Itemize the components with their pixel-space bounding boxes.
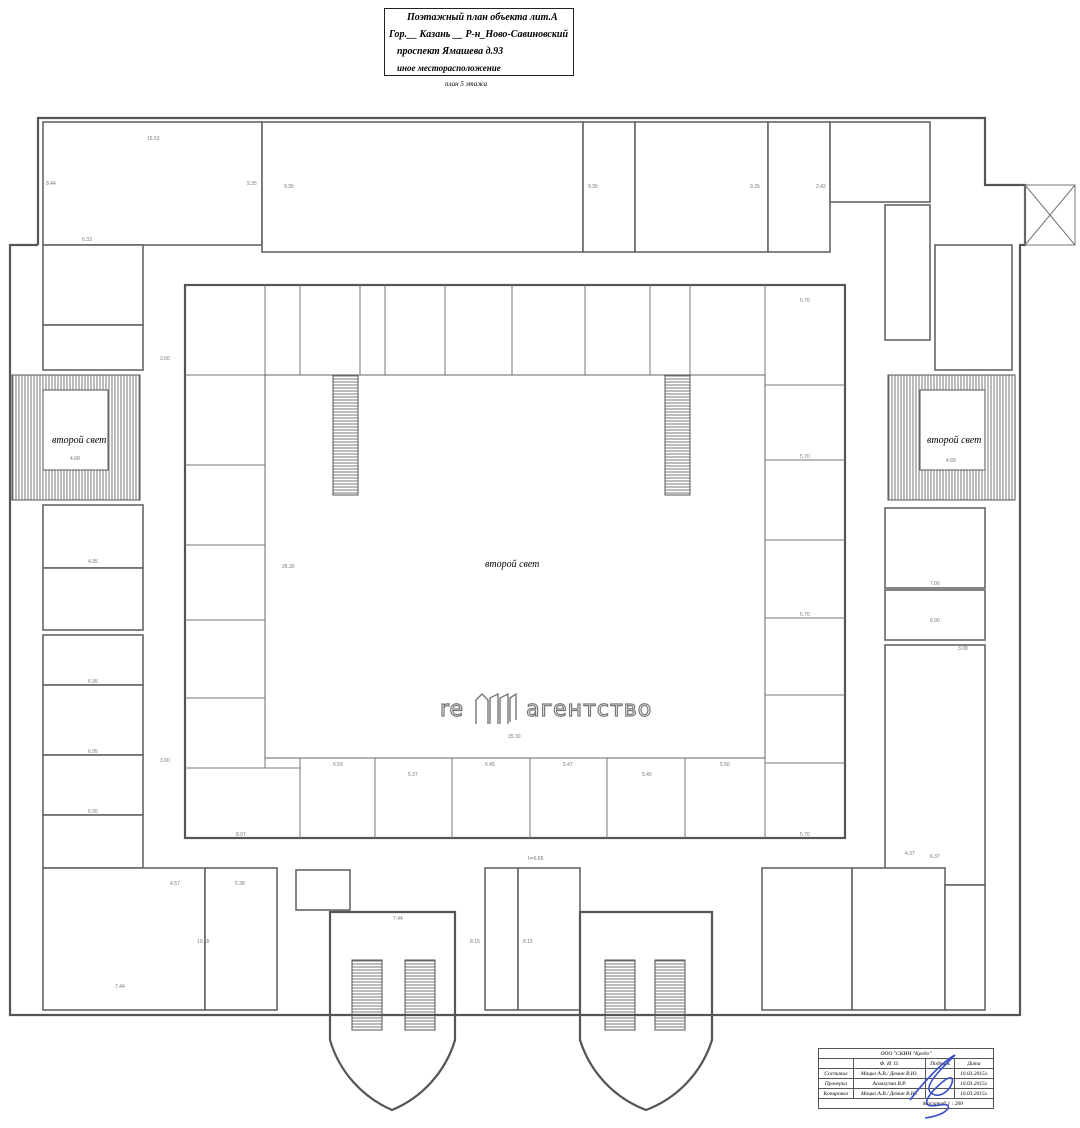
- double-height-label-right: второй свет: [927, 435, 981, 446]
- stamp-location: иное месторасположение: [397, 63, 501, 73]
- svg-text:4.68: 4.68: [70, 456, 80, 462]
- inner-ring: [183, 283, 847, 840]
- building-logo-icon: [475, 692, 517, 724]
- svg-text:7.44: 7.44: [115, 984, 125, 990]
- svg-text:6.37: 6.37: [930, 854, 940, 860]
- svg-text:4.95: 4.95: [88, 559, 98, 565]
- dimension-labels: 15.53 8.44 9.35 6.33 9.35 9.35 9.35 2.42…: [46, 136, 968, 990]
- svg-text:5.38: 5.38: [235, 881, 245, 887]
- svg-text:26.30: 26.30: [282, 564, 295, 570]
- svg-text:4.37: 4.37: [905, 851, 915, 857]
- signature-icon: [909, 1054, 956, 1119]
- watermark-agency: агентство: [526, 696, 653, 722]
- svg-text:8.44: 8.44: [46, 181, 56, 187]
- floor-label: план 5 этажа: [445, 80, 488, 88]
- svg-text:15.53: 15.53: [147, 136, 160, 142]
- svg-text:8.07: 8.07: [236, 832, 246, 838]
- double-height-label-center: второй свет: [485, 559, 539, 570]
- svg-text:6.33: 6.33: [82, 237, 92, 243]
- atrium-stair-right: [664, 374, 691, 496]
- svg-text:5.45: 5.45: [642, 772, 652, 778]
- svg-text:3.00: 3.00: [160, 356, 170, 362]
- staircase-bottom-right: [578, 910, 714, 1112]
- watermark-re: re: [439, 696, 465, 722]
- svg-text:4.68: 4.68: [946, 458, 956, 464]
- svg-text:5.37: 5.37: [408, 772, 418, 778]
- right-rooms: [884, 507, 986, 886]
- svg-text:5.70: 5.70: [800, 454, 810, 460]
- svg-text:6.95: 6.95: [88, 749, 98, 755]
- elevator-shaft: [1024, 184, 1076, 246]
- svg-text:5.47: 5.47: [563, 762, 573, 768]
- svg-text:10.55: 10.55: [197, 939, 210, 945]
- svg-text:6.95: 6.95: [88, 679, 98, 685]
- svg-text:3.00: 3.00: [160, 758, 170, 764]
- bottom-rooms: [42, 867, 986, 1011]
- svg-text:6.90: 6.90: [930, 618, 940, 624]
- title-stamp: Поэтажный план объекта лит.А Гор.__ Каза…: [384, 8, 574, 76]
- double-height-label-left: второй свет: [52, 435, 106, 446]
- svg-text:5.70: 5.70: [800, 832, 810, 838]
- atrium-stair-left: [332, 374, 359, 496]
- top-rooms: [42, 121, 1013, 371]
- watermark-logo: re агентство: [439, 692, 653, 726]
- left-rooms: [42, 244, 144, 869]
- stamp-address: проспект Ямашева д.93: [397, 46, 504, 57]
- svg-text:5.50: 5.50: [720, 762, 730, 768]
- scale: Масштаб 1 : 200: [818, 1098, 994, 1109]
- svg-text:9.35: 9.35: [750, 184, 760, 190]
- svg-text:8.15: 8.15: [523, 939, 533, 945]
- svg-text:9.35: 9.35: [588, 184, 598, 190]
- stamp-city: Гор.__ Казань __ Р-н_Ново-Савиновский: [389, 29, 569, 40]
- svg-text:7.06: 7.06: [930, 581, 940, 587]
- svg-text:5.59: 5.59: [333, 762, 343, 768]
- svg-text:8.15: 8.15: [470, 939, 480, 945]
- svg-text:2.42: 2.42: [816, 184, 826, 190]
- svg-text:6.95: 6.95: [88, 809, 98, 815]
- svg-text:5.45: 5.45: [485, 762, 495, 768]
- svg-text:9.35: 9.35: [247, 181, 257, 187]
- svg-text:h=6.65: h=6.65: [528, 856, 544, 862]
- staircase-bottom-left: [328, 910, 457, 1112]
- svg-text:4.57: 4.57: [170, 881, 180, 887]
- svg-text:5.70: 5.70: [800, 612, 810, 618]
- svg-text:9.35: 9.35: [284, 184, 294, 190]
- stamp-title: Поэтажный план объекта лит.А: [407, 12, 558, 23]
- svg-text:3.08: 3.08: [958, 646, 968, 652]
- svg-text:35.30: 35.30: [508, 734, 521, 740]
- svg-text:5.70: 5.70: [800, 298, 810, 304]
- outer-wall: [8, 116, 1027, 1017]
- svg-text:7.44: 7.44: [393, 916, 403, 922]
